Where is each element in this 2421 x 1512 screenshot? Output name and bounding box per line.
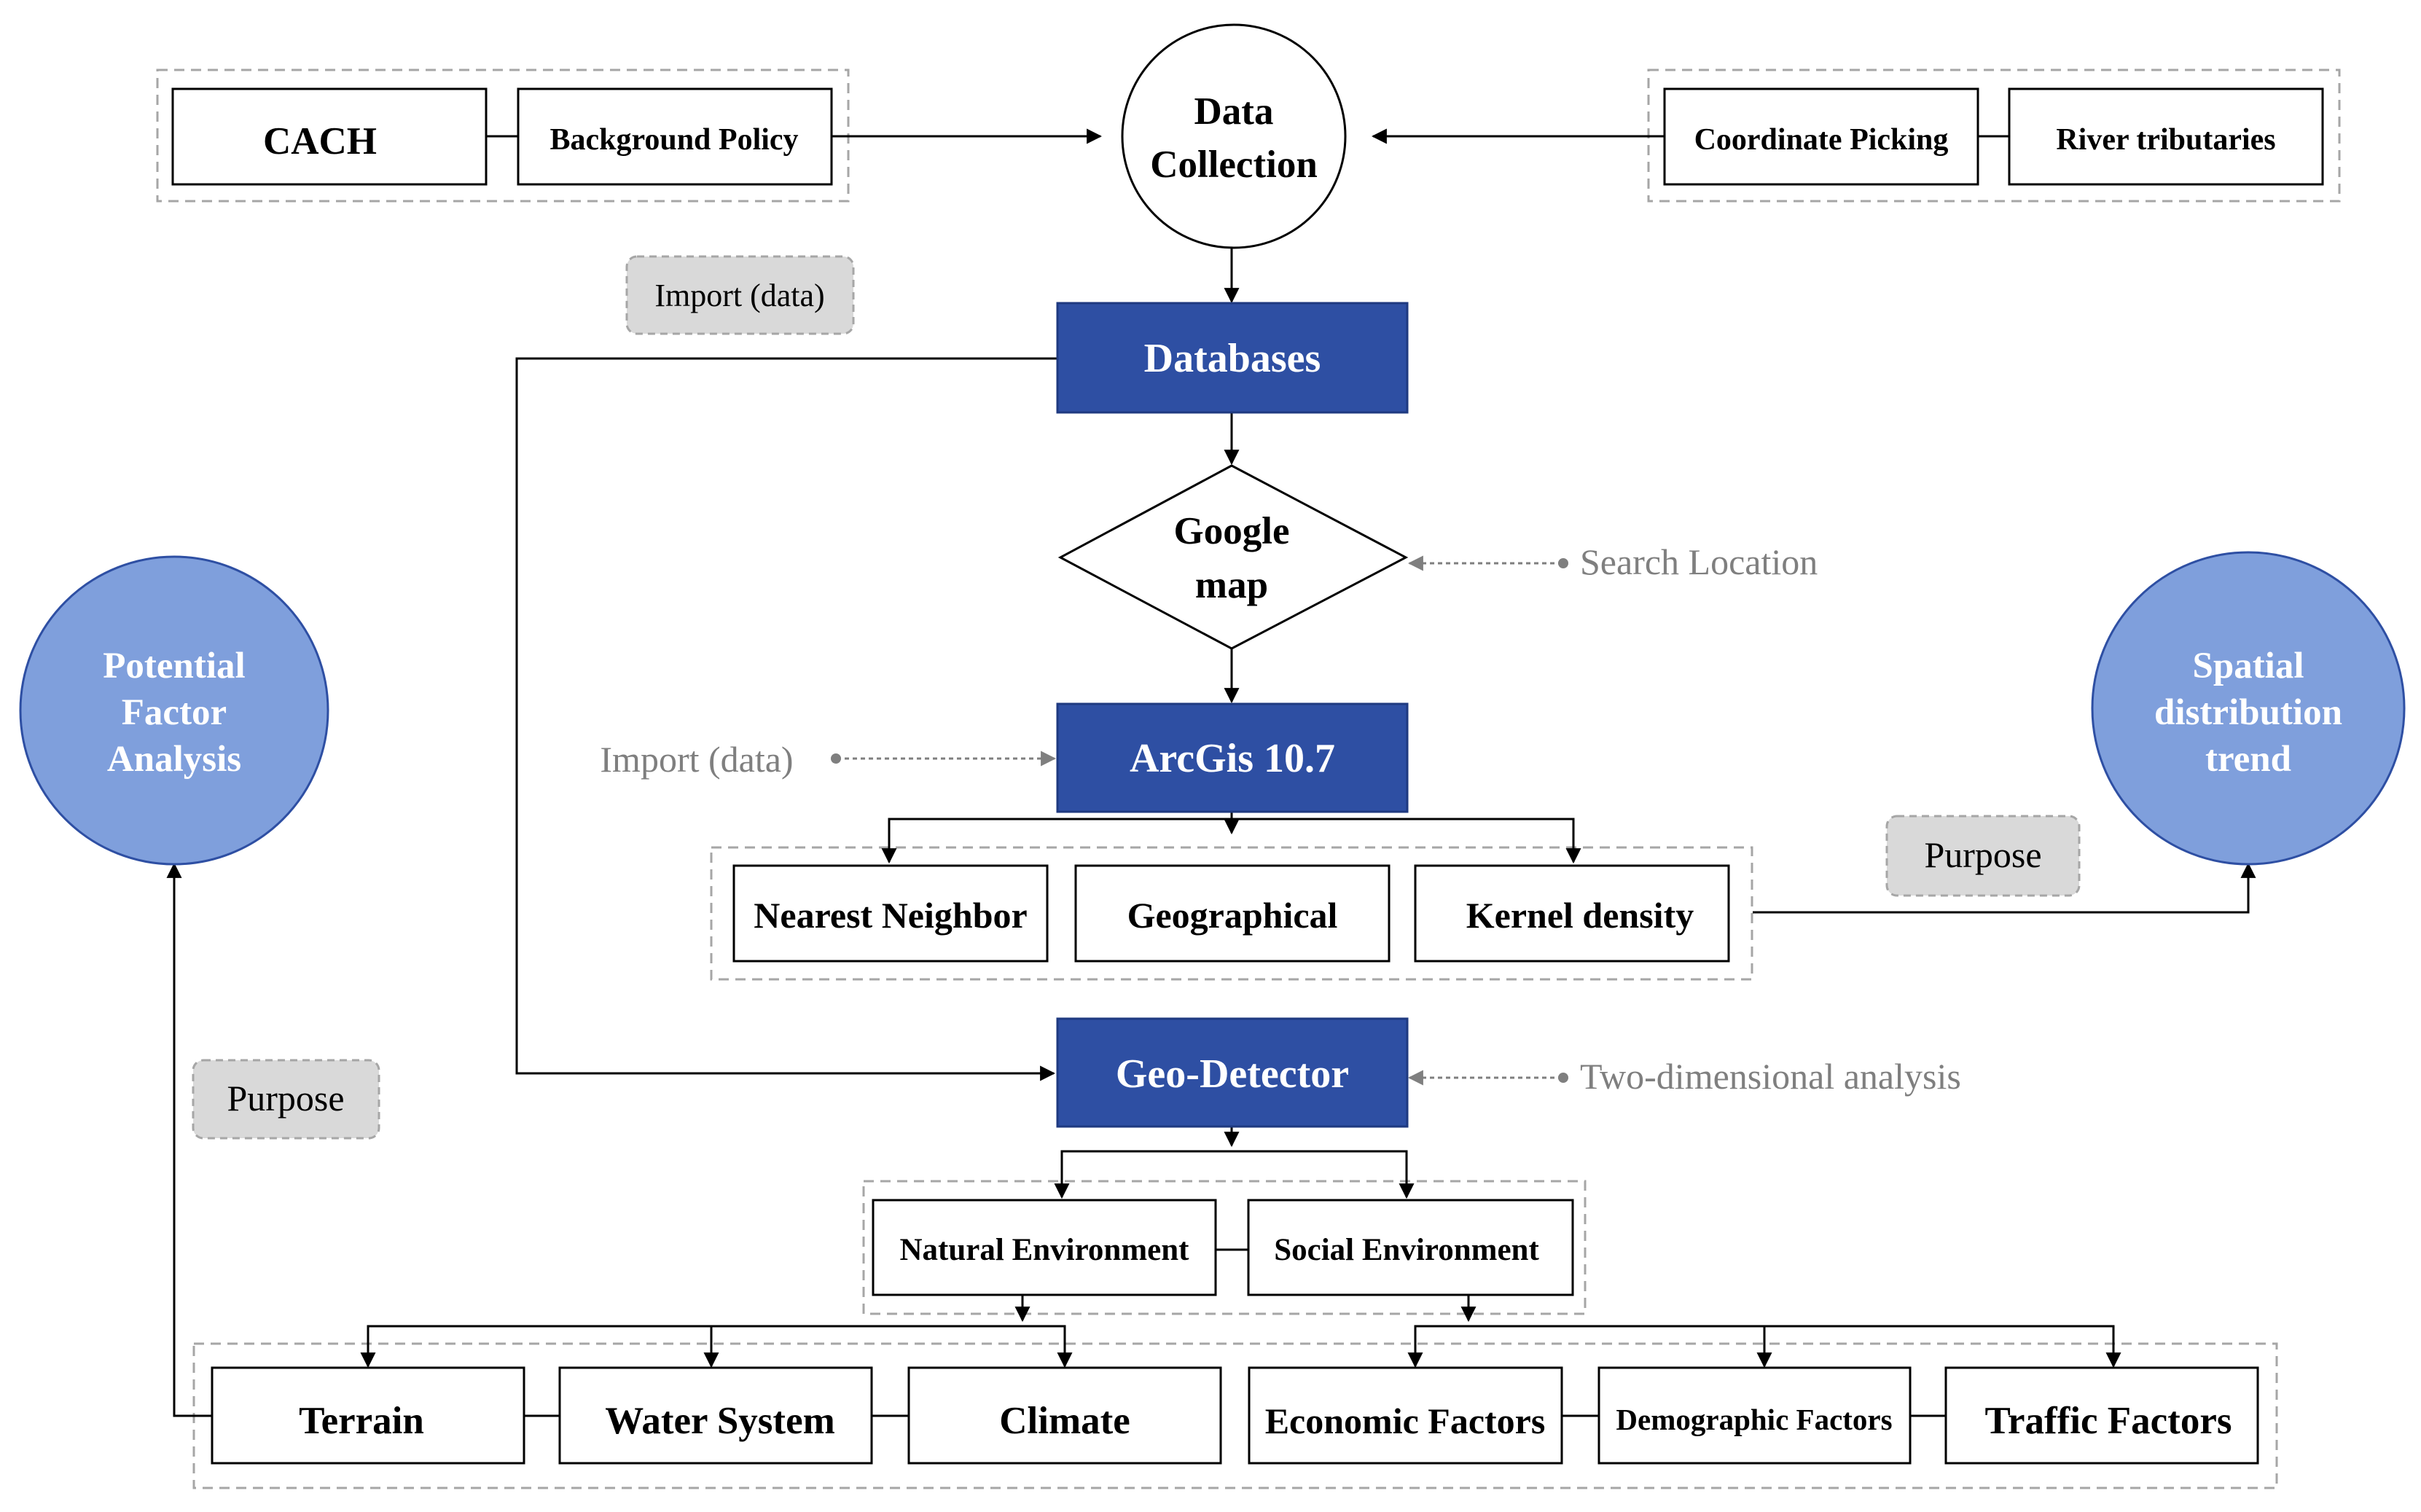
river-tributaries-label: River tributaries (2056, 123, 2275, 157)
spatial-line1: Spatial (2192, 646, 2304, 686)
arcgis-label: ArcGis 10.7 (1130, 736, 1335, 781)
pointer-dots (831, 558, 1568, 1083)
coordinate-picking-label: Coordinate Picking (1694, 123, 1949, 157)
arrow-terrain-to-potential (166, 862, 212, 1417)
databases-label: Databases (1144, 336, 1321, 381)
geographical-box (1074, 864, 1391, 963)
top-left-group: CACH Background Policy (171, 87, 833, 186)
group-environments (862, 1180, 1587, 1315)
solid-connectors (166, 128, 2256, 1417)
group-arcgis-methods (710, 846, 1753, 981)
arrow-kernel-to-spatial (1753, 862, 2256, 914)
demographic-factors-label: Demographic Factors (1616, 1403, 1892, 1436)
purpose-right-label: Purpose (1924, 834, 2041, 875)
nearest-neighbor-label: Nearest Neighbor (754, 895, 1027, 936)
dotted-pointers (837, 555, 1562, 1086)
terrain-box (211, 1366, 525, 1465)
kernel-density-label: Kernel density (1466, 895, 1694, 936)
terrain-label: Terrain (299, 1400, 424, 1442)
purpose-left-label: Purpose (227, 1078, 344, 1119)
environment-boxes: Natural Environment Social Environment (872, 1199, 1574, 1296)
arrow-databases-to-geodetector (515, 357, 1057, 1081)
climate-box (907, 1366, 1222, 1465)
water-system-label: Water System (605, 1400, 835, 1442)
nearest-neighbor-box (732, 864, 1049, 963)
two-dim-analysis-label: Two-dimensional analysis (1580, 1056, 1961, 1097)
spatial-line2: distribution (2154, 692, 2342, 733)
top-right-group: Coordinate Picking River tributaries (1663, 87, 2324, 186)
potential-line3: Analysis (107, 739, 241, 780)
arrow-arcgis-fanout (888, 818, 1575, 861)
google-map-node: Google map (1057, 464, 1409, 650)
potential-factor-analysis-node: Potential Factor Analysis (19, 555, 329, 866)
cach-label: CACH (263, 120, 377, 162)
purpose-tag-left: Purpose (192, 1059, 380, 1140)
arrow-geodetector-fanout (1060, 1150, 1408, 1195)
climate-label: Climate (999, 1400, 1130, 1442)
background-policy-box (517, 87, 833, 186)
social-environment-box (1247, 1199, 1574, 1296)
traffic-factors-box (1944, 1366, 2259, 1465)
economic-factors-box (1248, 1366, 1563, 1465)
factor-boxes: Terrain Water System Climate Economic Fa… (211, 1366, 2259, 1465)
google-map-line2: map (1195, 564, 1268, 606)
kernel-density-box (1414, 864, 1730, 963)
spatial-distribution-trend-node: Spatial distribution trend (2091, 551, 2406, 866)
arcgis-methods: Nearest Neighbor Geographical Kernel den… (732, 864, 1730, 963)
databases-node: Databases (1056, 302, 1409, 414)
data-collection-line2: Collection (1150, 144, 1318, 186)
purpose-tag-right: Purpose (1885, 815, 2081, 897)
economic-factors-label: Economic Factors (1265, 1401, 1546, 1441)
import-data-tag-label: Import (data) (654, 278, 824, 313)
google-map-line1: Google (1174, 510, 1290, 552)
natural-environment-label: Natural Environment (900, 1233, 1190, 1267)
river-tributaries-box (2008, 87, 2324, 186)
natural-environment-box (872, 1199, 1217, 1296)
import-data-tag: Import (data) (625, 255, 855, 335)
water-system-box (558, 1366, 873, 1465)
spatial-line3: trend (2205, 739, 2291, 780)
arrow-natural-fanout (367, 1325, 1066, 1363)
search-location-label: Search Location (1580, 541, 1818, 582)
traffic-factors-label: Traffic Factors (1985, 1400, 2232, 1442)
background-policy-label: Background Policy (549, 123, 798, 157)
import-data-side-label: Import (data) (600, 739, 793, 780)
potential-line1: Potential (103, 646, 245, 686)
geodetector-label: Geo-Detector (1116, 1051, 1349, 1097)
coordinate-picking-box (1663, 87, 1979, 186)
cach-box (171, 87, 488, 186)
demographic-factors-box (1597, 1366, 1912, 1465)
social-environment-label: Social Environment (1274, 1233, 1539, 1267)
geographical-label: Geographical (1127, 895, 1338, 936)
data-collection-node: Data Collection (1121, 23, 1347, 249)
potential-line2: Factor (122, 692, 227, 733)
geodetector-node: Geo-Detector (1056, 1017, 1409, 1128)
data-collection-line1: Data (1194, 90, 1274, 133)
arcgis-node: ArcGis 10.7 (1056, 702, 1409, 813)
